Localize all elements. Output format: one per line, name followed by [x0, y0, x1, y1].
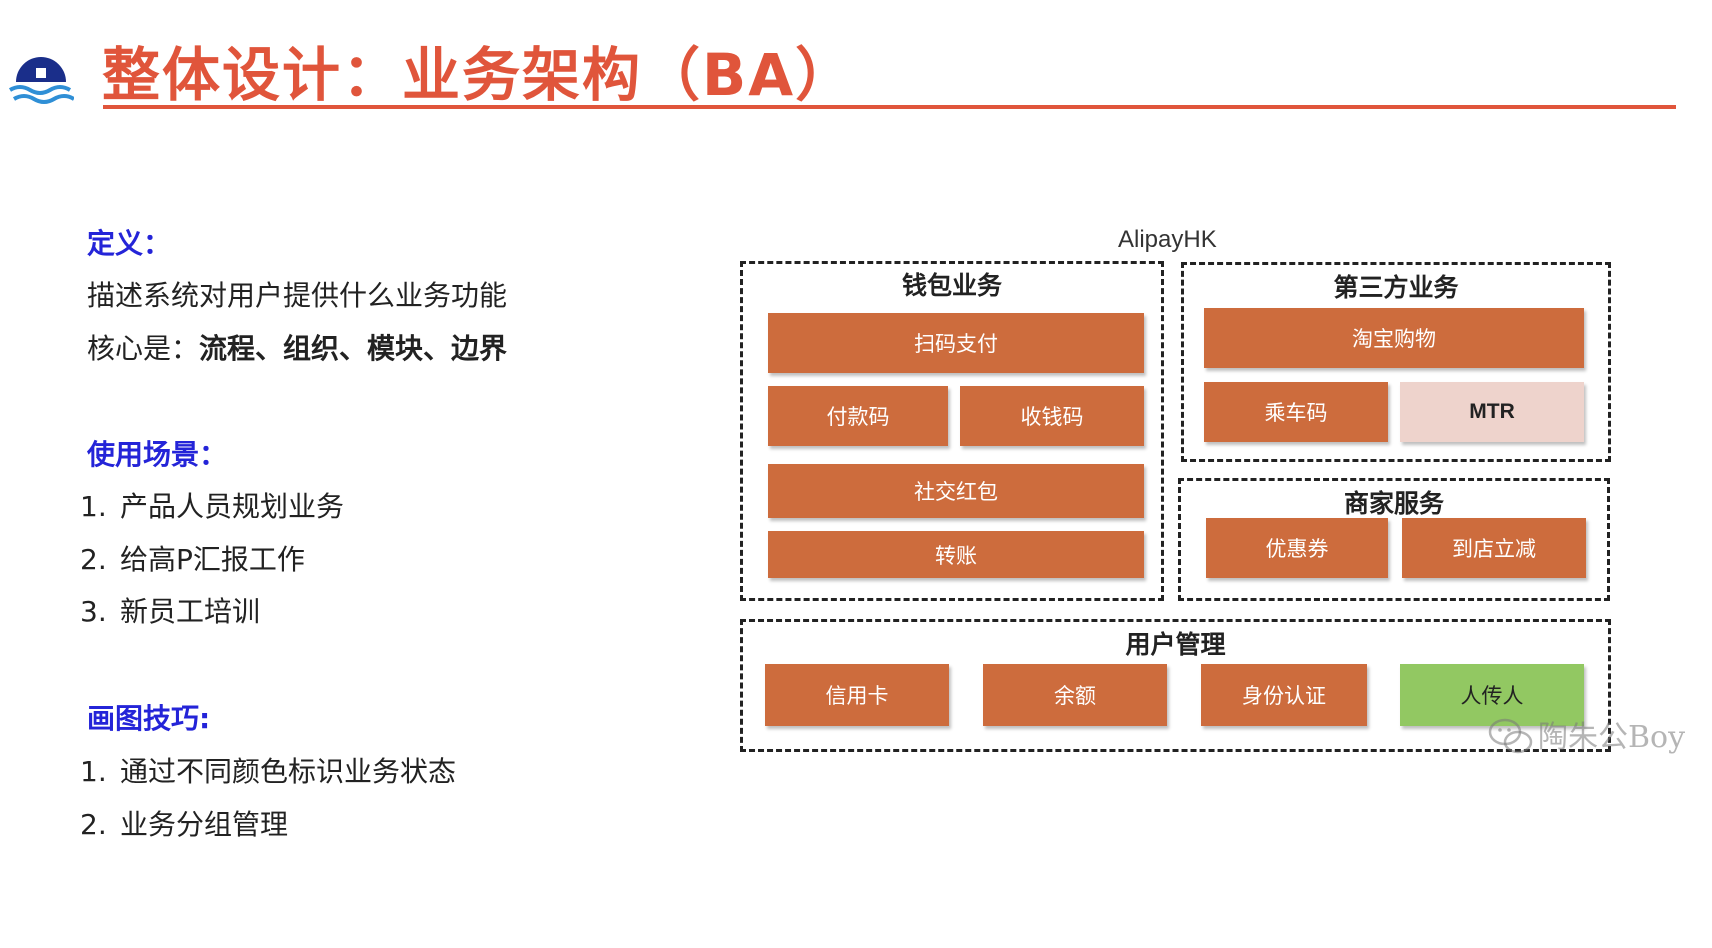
scenario-item: 3. 新员工培训: [80, 590, 260, 630]
wallet-group-label: 钱包业务: [901, 271, 1002, 300]
title-underline: [103, 105, 1676, 109]
wallet-item-transfer: 转账: [768, 531, 1144, 578]
wallet-item-red-packet: 社交红包: [768, 464, 1144, 518]
user-item-credit-card: 信用卡: [765, 664, 949, 726]
user-management-group: [740, 619, 1611, 752]
definition-core-prefix: 核心是：: [87, 332, 200, 365]
list-number: 3.: [80, 595, 107, 628]
wallet-item-receive-code: 收钱码: [960, 386, 1144, 446]
tip-item: 2. 业务分组管理: [80, 803, 288, 843]
user-item-balance: 余额: [983, 664, 1167, 726]
scenario-item: 2. 给高P汇报工作: [80, 538, 305, 578]
list-number: 1.: [80, 490, 107, 523]
tips-heading: 画图技巧:: [87, 702, 211, 735]
watermark-text: 陶朱公Boy: [1538, 720, 1686, 755]
page-title: 整体设计：业务架构（BA）: [102, 41, 856, 109]
user-item-p2p: 人传人: [1400, 664, 1584, 726]
merchant-item-instore-discount: 到店立减: [1402, 518, 1586, 578]
list-number: 2.: [80, 808, 107, 841]
list-text: 通过不同颜色标识业务状态: [120, 755, 457, 788]
definition-line-2: 核心是：流程、组织、模块、边界: [87, 327, 507, 367]
logo-icon: [8, 57, 74, 104]
tip-item: 1. 通过不同颜色标识业务状态: [80, 750, 456, 790]
scenario-item: 1. 产品人员规划业务: [80, 485, 344, 525]
third-party-item-mtr: MTR: [1400, 382, 1584, 442]
user-item-identity-verification: 身份认证: [1201, 664, 1367, 726]
list-text: 给高P汇报工作: [120, 543, 305, 576]
list-text: 产品人员规划业务: [120, 490, 345, 523]
third-party-group: [1181, 262, 1611, 462]
definition-core-keywords: 流程、组织、模块、边界: [199, 332, 508, 365]
merchant-group: [1178, 478, 1610, 601]
list-text: 业务分组管理: [120, 808, 289, 841]
user-management-group-label: 用户管理: [1125, 630, 1226, 659]
merchant-group-label: 商家服务: [1343, 489, 1444, 518]
scenarios-heading: 使用场景：: [87, 438, 228, 471]
definition-heading: 定义：: [87, 227, 172, 260]
merchant-item-coupon: 优惠券: [1206, 518, 1388, 578]
list-text: 新员工培训: [120, 595, 261, 628]
diagram-title: AlipayHK: [1118, 226, 1217, 253]
wallet-item-scan-pay: 扫码支付: [768, 313, 1144, 373]
list-number: 1.: [80, 755, 107, 788]
third-party-group-label: 第三方业务: [1333, 273, 1459, 302]
wallet-group: [740, 261, 1164, 601]
wechat-icon: [1488, 718, 1533, 754]
third-party-item-ride-code: 乘车码: [1204, 382, 1388, 442]
list-number: 2.: [80, 543, 107, 576]
wallet-item-payment-code: 付款码: [768, 386, 948, 446]
definition-line-1: 描述系统对用户提供什么业务功能: [87, 279, 508, 312]
third-party-item-taobao: 淘宝购物: [1204, 308, 1584, 368]
